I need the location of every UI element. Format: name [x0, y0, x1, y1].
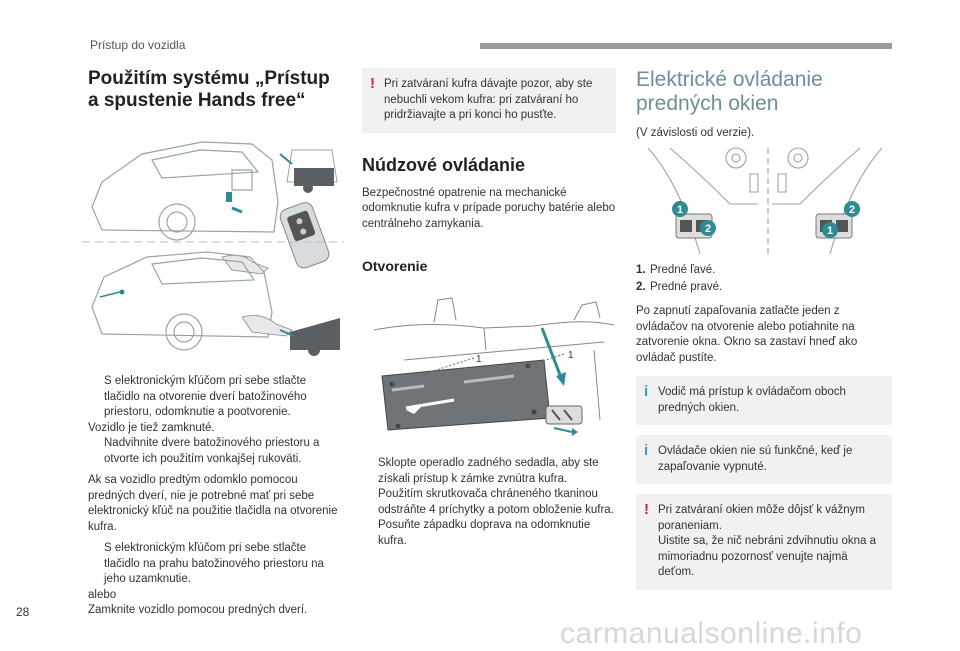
badge-1-right: 1: [827, 225, 833, 237]
section-header: Prístup do vozidla: [90, 38, 186, 52]
car-rear-illustration: [82, 141, 344, 356]
windows-title: Elektrické ovládanie predných okien: [636, 68, 823, 115]
header-bar: [480, 43, 892, 49]
badge-1-left: 1: [677, 204, 683, 216]
window-switches-diagram: 1 2 2 1: [647, 147, 883, 256]
bullet-fold-seat: Sklopte operadlo zadného sedadla, aby st…: [362, 456, 616, 487]
bullet-remove-clips: Použitím skrutkovača chráneného tkaninou…: [362, 487, 616, 518]
bullet-marker: [88, 374, 104, 421]
bullet-lock: S elektronickým kľúčom pri sebe stlačte …: [88, 541, 338, 588]
warning-icon: !: [370, 75, 375, 92]
warning-icon: !: [644, 501, 649, 518]
hands-free-title: Použitím systému „Prístup a spustenie Ha…: [88, 68, 330, 111]
bullet-marker: [362, 518, 378, 549]
or-text: alebo: [88, 588, 117, 601]
windows-paragraph: Po zapnutí zapaľovania zatlačte jeden z …: [636, 305, 858, 364]
column-hands-free: Použitím systému „Prístup a spustenie Ha…: [82, 68, 344, 616]
emergency-intro: Bezpečnostné opatrenie na mechanické odo…: [362, 186, 616, 230]
bullet-marker: [362, 487, 378, 518]
list-item-front-left: 1. Predné ľavé.: [636, 264, 716, 276]
warning-box-trunk: ! Pri zatváraní kufra dávajte pozor, aby…: [362, 68, 616, 133]
page-number: 28: [16, 605, 30, 619]
badge-2-left: 2: [705, 223, 711, 235]
bullet-marker: [362, 456, 378, 487]
paragraph-predne-dvere: Ak sa vozidlo predtým odomklo pomocou pr…: [88, 474, 338, 533]
info-icon: i: [644, 442, 649, 459]
warning-box-windows: ! Pri zatváraní okien môže dôjsť k vážny…: [636, 494, 892, 590]
bullet-marker: [88, 541, 104, 588]
list-item-front-right: 2. Predné pravé.: [636, 281, 723, 293]
callout-label: 1: [476, 354, 482, 365]
bullet-lift: Nadvihnite dvere batožinového priestoru …: [88, 436, 338, 467]
watermark: carmanualsonline.info: [560, 617, 863, 650]
lock-front-doors: Zamknite vozidlo pomocou predných dverí.: [88, 604, 308, 616]
bullet-marker: [88, 436, 104, 467]
bullet-slide-latch: Posuňte západku doprava na odomknutie ku…: [362, 518, 616, 549]
trunk-diagram: 1 1: [373, 297, 615, 436]
column-emergency: ! Pri zatváraní kufra dávajte pozor, aby…: [362, 68, 616, 547]
locked-note: Vozidlo je tiež zamknuté.: [88, 421, 215, 434]
badge-2-right: 2: [849, 204, 855, 216]
info-box-driver: i Vodič má prístup k ovládačom oboch pre…: [636, 376, 892, 425]
info-icon: i: [644, 383, 649, 400]
callout-label: 1: [568, 350, 574, 361]
bullet-unlock: S elektronickým kľúčom pri sebe stlačte …: [88, 374, 338, 421]
opening-subtitle: Otvorenie: [362, 258, 428, 274]
windows-subtitle: (V závislosti od verzie).: [636, 127, 755, 139]
emergency-title: Núdzové ovládanie: [362, 154, 526, 175]
info-box-ignition: i Ovládače okien nie sú funkčné, keď je …: [636, 435, 892, 484]
column-windows: Elektrické ovládanie predných okien (V z…: [636, 68, 892, 590]
